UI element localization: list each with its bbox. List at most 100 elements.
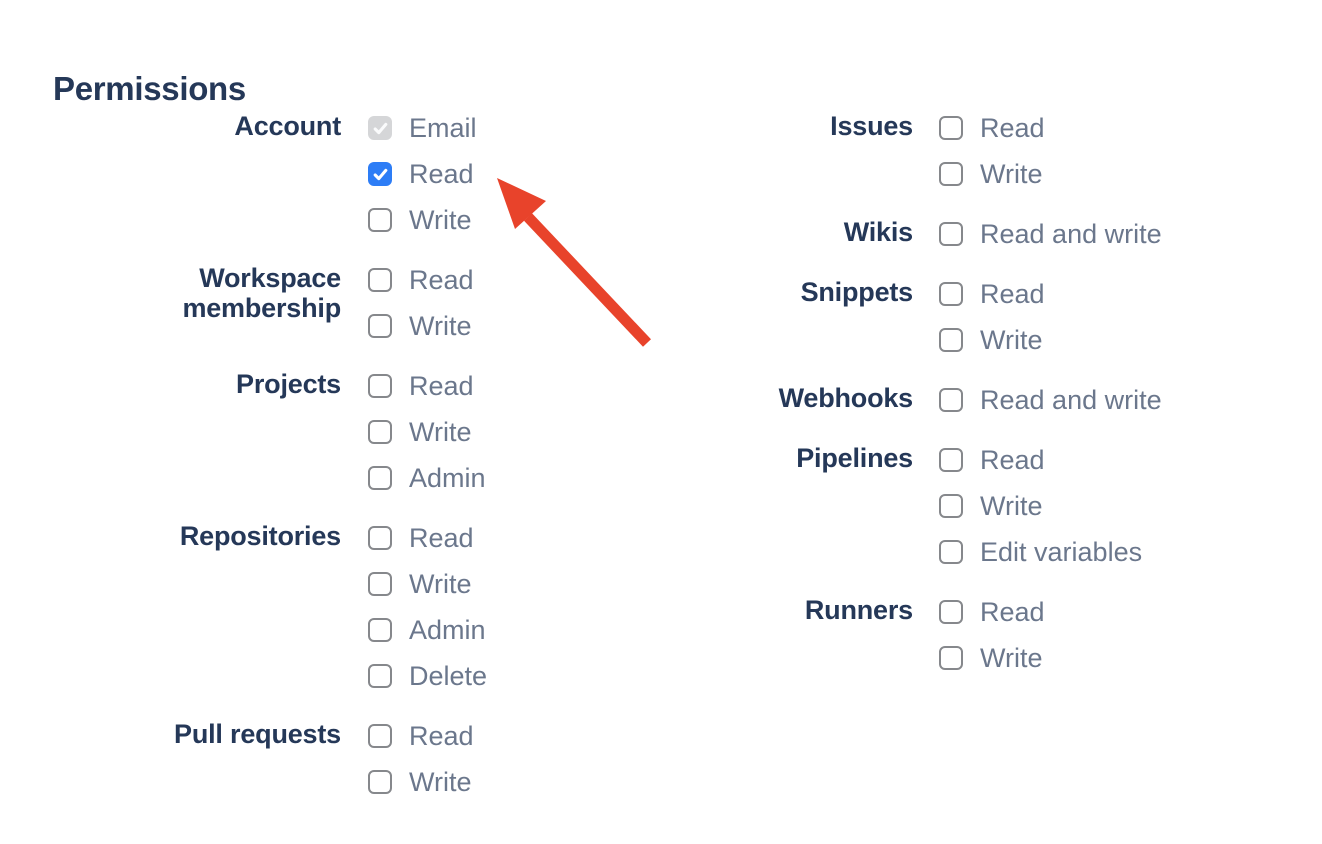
- account-write-label: Write: [409, 205, 472, 235]
- permission-group-options: Read and write: [939, 220, 1162, 248]
- repositories-read-option[interactable]: Read: [368, 524, 487, 552]
- permission-group: Snippets Read Write: [740, 277, 1300, 354]
- runners-read-option[interactable]: Read: [939, 598, 1045, 626]
- issues-read-option[interactable]: Read: [939, 114, 1045, 142]
- workspace-membership-group-label: Workspace membership: [182, 263, 341, 323]
- projects-read-label: Read: [409, 371, 474, 401]
- pipelines-write-option[interactable]: Write: [939, 492, 1142, 520]
- pull-requests-write-option[interactable]: Write: [368, 768, 474, 796]
- permission-group: Runners Read Write: [740, 595, 1300, 672]
- permissions-column-left: Account Email Read Write Workspace membe…: [53, 111, 693, 828]
- snippets-group-label: Snippets: [800, 277, 914, 307]
- snippets-write-label: Write: [980, 325, 1043, 355]
- repositories-write-label: Write: [409, 569, 472, 599]
- runners-write-label: Write: [980, 643, 1043, 673]
- permission-group-options: Email Read Write: [368, 114, 477, 234]
- pipelines-edit-variables-label: Edit variables: [980, 537, 1143, 567]
- repositories-admin-option[interactable]: Admin: [368, 616, 487, 644]
- pipelines-read-label: Read: [980, 445, 1045, 475]
- repositories-admin-label: Admin: [409, 615, 486, 645]
- permission-group: Issues Read Write: [740, 111, 1300, 188]
- pull-requests-write-label: Write: [409, 767, 472, 797]
- account-write-option[interactable]: Write: [368, 206, 477, 234]
- workspace-membership-read-label: Read: [409, 265, 474, 295]
- pipelines-edit-variables-option[interactable]: Edit variables: [939, 538, 1142, 566]
- permission-group-options: Read Write: [939, 598, 1045, 672]
- projects-write-label: Write: [409, 417, 472, 447]
- pull-requests-write-checkbox[interactable]: [368, 770, 392, 794]
- pipelines-read-option[interactable]: Read: [939, 446, 1142, 474]
- permission-group-options: Read Write: [939, 280, 1045, 354]
- repositories-read-label: Read: [409, 523, 474, 553]
- snippets-read-option[interactable]: Read: [939, 280, 1045, 308]
- permission-group: Workspace membership Read Write: [53, 263, 693, 340]
- workspace-membership-write-option[interactable]: Write: [368, 312, 474, 340]
- issues-write-option[interactable]: Write: [939, 160, 1045, 188]
- account-read-checkbox[interactable]: [368, 162, 392, 186]
- projects-read-checkbox[interactable]: [368, 374, 392, 398]
- workspace-membership-read-checkbox[interactable]: [368, 268, 392, 292]
- projects-write-checkbox[interactable]: [368, 420, 392, 444]
- repositories-delete-option[interactable]: Delete: [368, 662, 487, 690]
- repositories-write-checkbox[interactable]: [368, 572, 392, 596]
- permission-group-options: Read Write: [368, 266, 474, 340]
- checkmark-icon: [373, 168, 387, 180]
- permission-group: Pull requests Read Write: [53, 719, 693, 796]
- projects-group-label: Projects: [236, 369, 341, 399]
- permission-group: Wikis Read and write: [740, 217, 1300, 248]
- pipelines-read-checkbox[interactable]: [939, 448, 963, 472]
- permission-group-options: Read Write: [939, 114, 1045, 188]
- repositories-delete-checkbox[interactable]: [368, 664, 392, 688]
- snippets-read-label: Read: [980, 279, 1045, 309]
- permission-group: Projects Read Write Admin: [53, 369, 693, 492]
- wikis-read-and-write-option[interactable]: Read and write: [939, 220, 1162, 248]
- repositories-delete-label: Delete: [409, 661, 488, 691]
- pull-requests-read-checkbox[interactable]: [368, 724, 392, 748]
- webhooks-read-and-write-option[interactable]: Read and write: [939, 386, 1162, 414]
- pipelines-write-checkbox[interactable]: [939, 494, 963, 518]
- permission-group: Webhooks Read and write: [740, 383, 1300, 414]
- runners-write-option[interactable]: Write: [939, 644, 1045, 672]
- projects-admin-option[interactable]: Admin: [368, 464, 486, 492]
- permission-group-options: Read Write Edit variables: [939, 446, 1142, 566]
- workspace-membership-write-checkbox[interactable]: [368, 314, 392, 338]
- webhooks-read-and-write-checkbox[interactable]: [939, 388, 963, 412]
- permission-group-options: Read Write: [368, 722, 474, 796]
- wikis-read-and-write-checkbox[interactable]: [939, 222, 963, 246]
- repositories-read-checkbox[interactable]: [368, 526, 392, 550]
- runners-read-checkbox[interactable]: [939, 600, 963, 624]
- account-read-option[interactable]: Read: [368, 160, 477, 188]
- pull-requests-read-option[interactable]: Read: [368, 722, 474, 750]
- webhooks-read-and-write-label: Read and write: [980, 385, 1162, 415]
- account-group-label: Account: [234, 111, 341, 141]
- projects-write-option[interactable]: Write: [368, 418, 486, 446]
- account-email-checkbox: [368, 116, 392, 140]
- pipelines-write-label: Write: [980, 491, 1043, 521]
- pull-requests-read-label: Read: [409, 721, 474, 751]
- snippets-read-checkbox[interactable]: [939, 282, 963, 306]
- projects-admin-checkbox[interactable]: [368, 466, 392, 490]
- wikis-read-and-write-label: Read and write: [980, 219, 1162, 249]
- wikis-group-label: Wikis: [843, 217, 913, 247]
- snippets-write-checkbox[interactable]: [939, 328, 963, 352]
- runners-write-checkbox[interactable]: [939, 646, 963, 670]
- permission-group-options: Read Write Admin: [368, 372, 486, 492]
- projects-read-option[interactable]: Read: [368, 372, 486, 400]
- workspace-membership-read-option[interactable]: Read: [368, 266, 474, 294]
- repositories-write-option[interactable]: Write: [368, 570, 487, 598]
- pipelines-edit-variables-checkbox[interactable]: [939, 540, 963, 564]
- issues-read-checkbox[interactable]: [939, 116, 963, 140]
- repositories-admin-checkbox[interactable]: [368, 618, 392, 642]
- snippets-write-option[interactable]: Write: [939, 326, 1045, 354]
- runners-read-label: Read: [980, 597, 1045, 627]
- webhooks-group-label: Webhooks: [778, 383, 914, 413]
- issues-write-checkbox[interactable]: [939, 162, 963, 186]
- pipelines-group-label: Pipelines: [796, 443, 913, 473]
- account-read-label: Read: [409, 159, 474, 189]
- account-email-option: Email: [368, 114, 477, 142]
- account-write-checkbox[interactable]: [368, 208, 392, 232]
- issues-write-label: Write: [980, 159, 1043, 189]
- workspace-membership-write-label: Write: [409, 311, 472, 341]
- runners-group-label: Runners: [804, 595, 913, 625]
